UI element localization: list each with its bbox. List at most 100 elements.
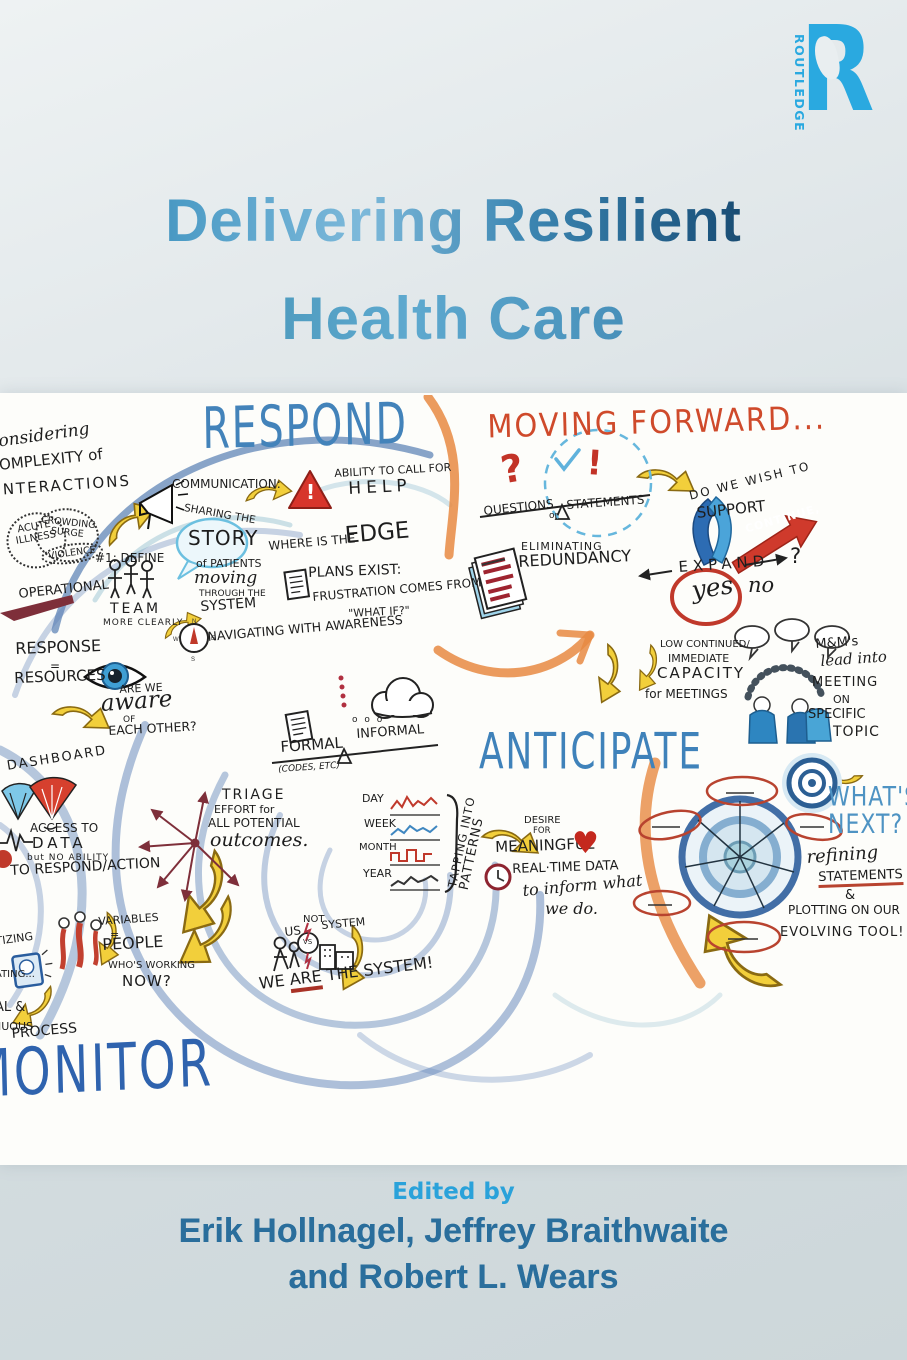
label-moving: moving	[194, 568, 258, 588]
label-triage: TRIAGE	[222, 787, 286, 803]
svg-text:E: E	[211, 636, 215, 642]
svg-text:N: N	[192, 619, 196, 625]
label-year: YEAR	[363, 867, 392, 880]
label-but-no-ability: but NO ABILITY	[27, 853, 110, 863]
label-or: or	[549, 511, 559, 521]
wheel-diagram	[632, 775, 843, 954]
label-statements-2: STATEMENTS	[817, 867, 904, 888]
label-help: HELP	[347, 475, 413, 499]
label-aware: aware	[99, 685, 174, 717]
label-response-equals: =	[50, 659, 61, 673]
label-all-potential: ALL POTENTIAL	[208, 816, 300, 830]
dashboard-gauges-icon	[1, 776, 78, 830]
label-now: NOW?	[122, 972, 172, 990]
label-statements-underlined: STATEMENTS	[817, 867, 904, 888]
label-outcomes: outcomes.	[210, 829, 309, 851]
label-month: MONTH	[359, 842, 397, 853]
label-of: OF	[123, 715, 136, 725]
label-no: no	[748, 573, 775, 597]
label-next: NEXT?	[828, 810, 904, 841]
monitor-heading: MONITOR	[0, 1026, 215, 1114]
label-data: DATA	[32, 834, 87, 852]
codes-document-icon	[284, 709, 314, 744]
fragment-al: AL &	[0, 1000, 26, 1015]
label-communication: COMMUNICATION:	[172, 477, 281, 491]
yes-circle	[670, 568, 742, 626]
ekg-line-icon	[0, 827, 33, 868]
label-resources: RESOURCES	[13, 665, 106, 687]
label-whats: WHAT'S	[828, 782, 907, 813]
story-speech-bubble	[175, 517, 249, 580]
label-are: ARE	[288, 966, 324, 994]
clock-icon	[484, 863, 512, 891]
vs-circle-icon	[297, 922, 319, 970]
label-us: US	[283, 923, 302, 939]
svg-text:W: W	[173, 637, 179, 643]
label-vs: VS	[303, 938, 313, 946]
support-branch-arrows	[692, 495, 732, 566]
respond-heading: RESPOND	[201, 390, 409, 463]
check-mark	[554, 448, 581, 472]
portrait-icon	[11, 949, 53, 989]
eye-icon	[82, 662, 148, 690]
label-on: ON	[833, 693, 850, 706]
label-of-patients: of PATIENTS	[196, 557, 262, 570]
continue-ribbon-arrow	[731, 514, 818, 575]
label-more-clearly: MORE CLEARLY	[103, 618, 184, 628]
anticipate-heading: ANTICIPATE	[479, 723, 703, 781]
title-line-2: Health Care	[0, 284, 907, 353]
label-week: WEEK	[364, 817, 396, 830]
plans-document-icon	[283, 568, 311, 601]
label-team: TEAM	[110, 601, 162, 617]
label-desire-for: FOR	[533, 826, 551, 836]
red-people-icon	[58, 911, 102, 970]
meeting-speech-bubbles	[734, 618, 850, 662]
label-access-to: ACCESS TO	[30, 821, 99, 835]
label-informal-dots: o o o	[352, 715, 385, 725]
sketch-drawing-layer: N S E W	[0, 395, 864, 1090]
questions-statements-seesaw	[479, 494, 651, 520]
label-eliminating: ELIMINATING	[521, 540, 603, 553]
cloud-icon	[371, 677, 434, 719]
label-ampersand: &	[845, 888, 856, 903]
redundancy-papers-icon	[468, 547, 528, 620]
label-desire: DESIRE	[524, 815, 561, 826]
warning-triangle-icon	[288, 470, 332, 509]
whats-next-heading: WHAT'S NEXT?	[828, 784, 907, 839]
label-variables-equals: =	[110, 928, 120, 941]
formal-informal-seesaw	[271, 744, 439, 764]
us-figures-icon	[273, 936, 300, 972]
routledge-wordmark: ROUTLEDGE	[792, 34, 807, 133]
label-yes: yes	[689, 570, 736, 605]
label-topic: TOPIC	[833, 724, 880, 740]
label-immediate: IMMEDIATE	[668, 652, 730, 665]
authors-line-2: and Robert L. Wears	[0, 1258, 907, 1297]
label-low-continued: LOW CONTINUED/	[660, 639, 750, 650]
trend-charts	[390, 793, 459, 894]
label-edge: EDGE	[343, 517, 411, 549]
label-day: DAY	[362, 792, 384, 805]
expand-arrows	[638, 553, 788, 581]
label-meeting: MEETING	[812, 675, 879, 690]
authors-line-1: Erik Hollnagel, Jeffrey Braithwaite	[0, 1212, 907, 1251]
routledge-logo: R ROUTLEDGE	[782, 7, 875, 162]
target-icon	[782, 753, 842, 813]
megaphone-icon	[138, 480, 189, 530]
team-figures-icon	[108, 555, 154, 599]
label-response: RESPONSE	[14, 636, 102, 658]
compass-icon: N S E W	[173, 619, 215, 663]
label-evolving: EVOLVING TOOL!	[780, 925, 905, 940]
exclamation-glyph: !	[585, 443, 604, 484]
title-line-1: Delivering Resilient	[0, 186, 907, 255]
label-plans-exist: PLANS EXIST:	[307, 561, 402, 581]
fragment-ating: ATING...	[0, 969, 35, 980]
label-whos-working: WHO'S WORKING	[108, 960, 195, 971]
orange-crayon-curve	[423, 395, 706, 989]
label-plotting: PLOTTING ON OUR	[788, 903, 900, 917]
label-effort-for: EFFORT for	[214, 803, 275, 816]
label-people: PEOPLE	[101, 931, 164, 954]
statements-dashed-circle	[543, 428, 653, 538]
fragment-nuous: NUOUS	[0, 1020, 33, 1033]
svg-text:S: S	[191, 657, 195, 663]
